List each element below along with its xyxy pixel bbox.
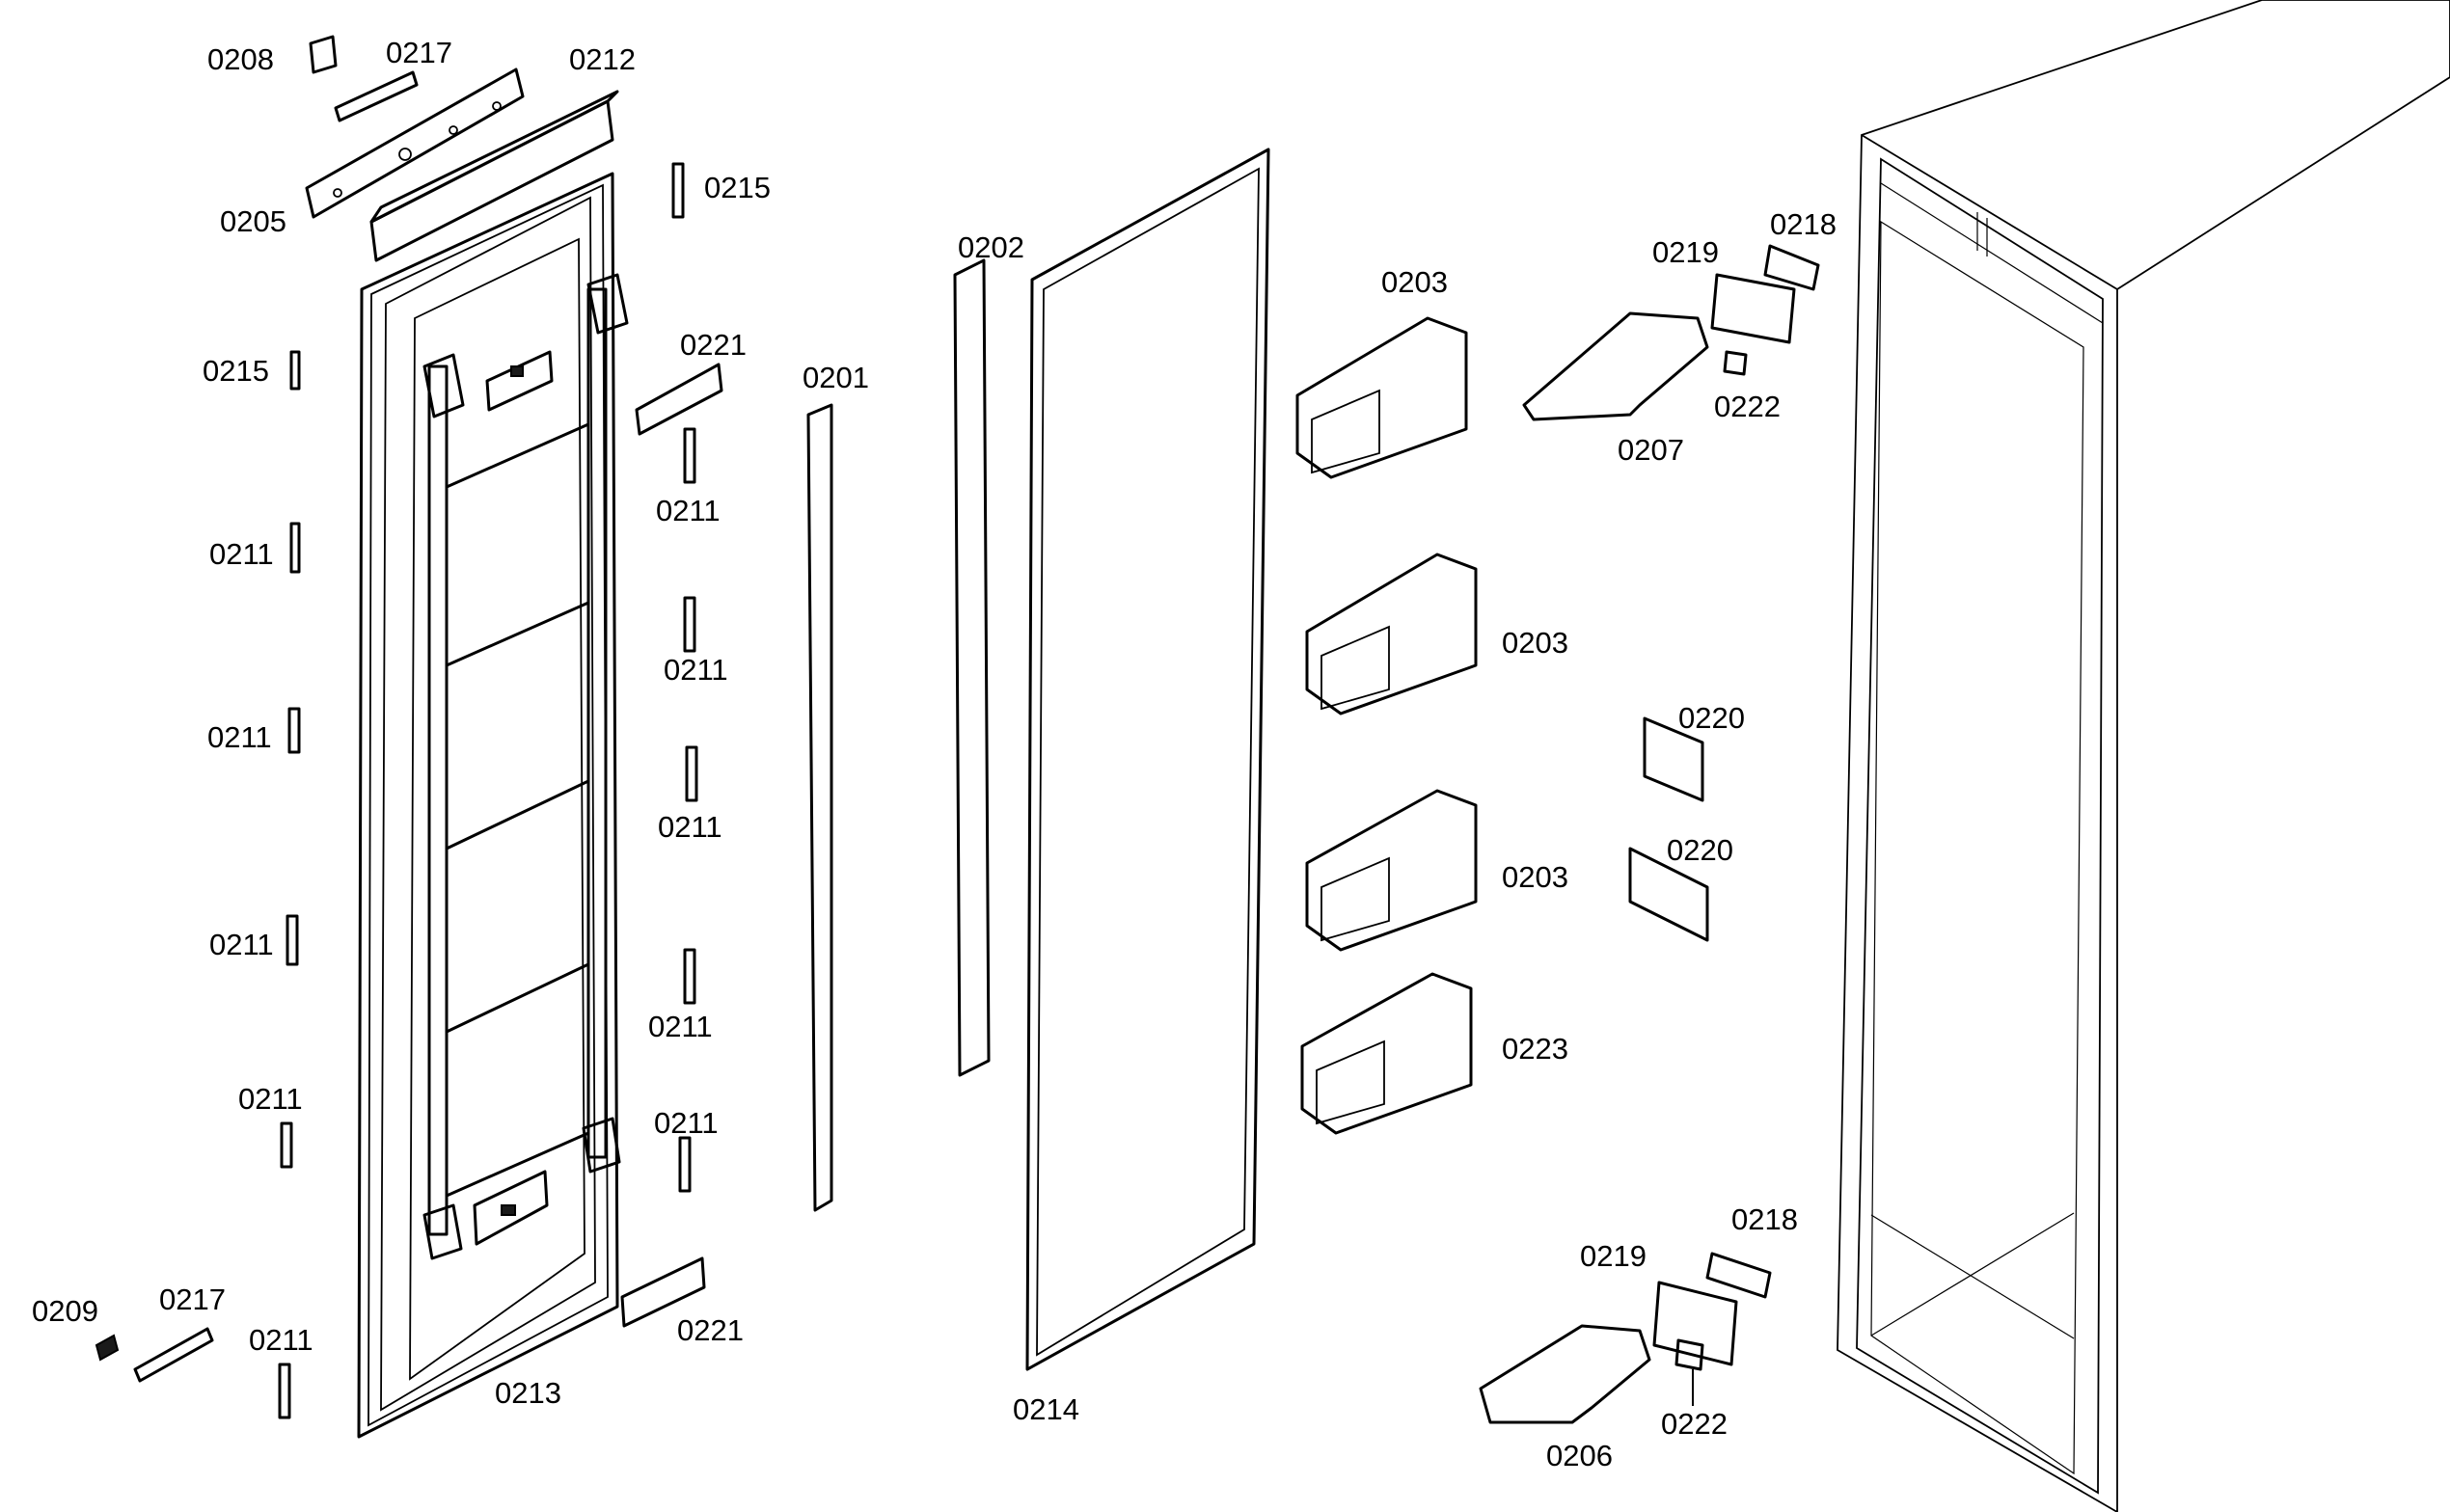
gasket-0214 [1025,148,1270,1371]
label-0221-bottom: 0221 [677,1313,744,1347]
label-0222-top: 0222 [1714,390,1781,423]
handle-0221-top [635,363,723,436]
label-0208: 0208 [207,42,274,76]
label-0206: 0206 [1546,1439,1613,1472]
label-0211-c3: 0211 [658,810,722,844]
label-0215-left: 0215 [203,354,269,388]
label-0203-3: 0203 [1502,860,1568,894]
cabinet [1837,0,2450,1512]
label-0211-l1: 0211 [209,537,274,571]
label-0219-bottom: 0219 [1580,1239,1647,1273]
clip-0208 [309,35,338,74]
label-0217-bottom: 0217 [159,1282,226,1316]
label-0209: 0209 [32,1294,98,1328]
label-0211-c2: 0211 [664,653,728,687]
label-0217-top: 0217 [386,36,452,69]
bin-0223 [1300,972,1473,1135]
label-0211-c1: 0211 [656,494,721,527]
bracket-0220-2 [1628,847,1709,942]
label-0203-1: 0203 [1381,265,1448,299]
label-0219-top: 0219 [1652,235,1719,269]
label-0211-l4: 0211 [238,1082,303,1116]
label-0218-bottom: 0218 [1731,1202,1798,1236]
label-0202: 0202 [958,230,1024,264]
bracket-0205 [305,68,525,219]
clip-0209 [95,1334,120,1362]
label-0222-bottom: 0222 [1661,1407,1728,1441]
top-cover-0212 [369,90,619,262]
label-0220-1: 0220 [1678,701,1745,735]
label-0213: 0213 [495,1376,561,1410]
label-0211-c4: 0211 [648,1010,713,1043]
hinge-top-0207 [1522,244,1820,421]
label-0221-top: 0221 [680,328,747,362]
callout-labels: 0208 0217 0212 0205 0215 0215 0221 0211 … [32,36,1837,1472]
bin-0203-3 [1305,789,1478,952]
label-0211-l2: 0211 [207,720,272,754]
strip-0217-top [334,70,419,122]
label-0215-right: 0215 [704,171,771,204]
label-0205: 0205 [220,204,286,238]
label-0201: 0201 [803,361,869,394]
label-0211-c5: 0211 [654,1106,719,1140]
label-0203-2: 0203 [1502,626,1568,660]
label-0212: 0212 [569,42,636,76]
clips-center [671,162,698,1193]
label-0218-top: 0218 [1770,207,1837,241]
bin-0203-2 [1305,553,1478,716]
label-0207: 0207 [1618,433,1684,467]
label-0211-l5: 0211 [249,1323,313,1357]
hinge-bottom-0206 [1479,1252,1772,1424]
label-0214: 0214 [1013,1392,1079,1426]
bar-0202 [953,258,991,1077]
label-0223: 0223 [1502,1032,1568,1066]
door-liner-0213 [357,172,629,1439]
clips-left [278,350,301,1419]
bin-0203-1 [1295,316,1468,479]
label-0211-l3: 0211 [209,928,274,961]
handle-0221-bottom [620,1256,706,1328]
bar-0201 [806,403,833,1212]
strip-0217-bottom [133,1327,214,1383]
label-0220-2: 0220 [1667,833,1733,867]
bracket-0220-1 [1643,716,1704,802]
